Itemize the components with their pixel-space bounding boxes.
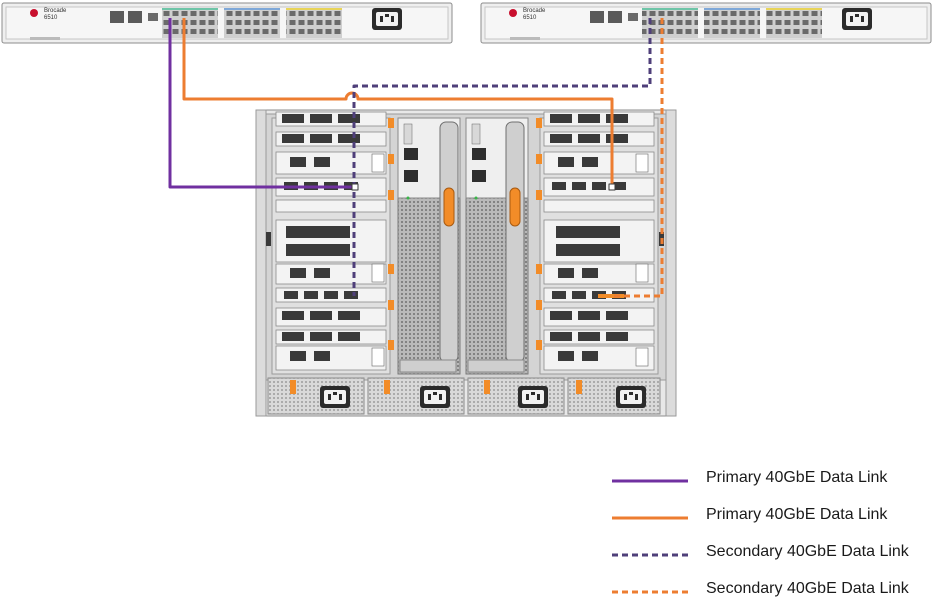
legend-swatch-solid-orange [612, 516, 688, 520]
switch-left-model: 6510 [44, 15, 58, 21]
cable-primary-purple [168, 18, 356, 189]
cabling [168, 18, 664, 298]
legend-swatch-dashed-purple [612, 553, 688, 557]
legend-swatch-dashed-orange [612, 590, 688, 594]
legend-label: Secondary 40GbE Data Link [706, 580, 909, 597]
left-io-slots [271, 111, 394, 375]
cable-secondary-purple [352, 18, 652, 296]
switch-right-brand: Brocade [523, 8, 546, 14]
controller-b [465, 117, 529, 375]
controller-a [397, 117, 461, 375]
brocade-logo-icon [509, 9, 517, 17]
legend-label: Secondary 40GbE Data Link [706, 543, 909, 560]
switch-left-power-socket [372, 8, 402, 30]
switch-left-brand: Brocade [44, 8, 67, 14]
legend-item-secondary-orange: Secondary 40GbE Data Link [612, 577, 937, 614]
switch-right: Brocade 6510 [480, 2, 932, 44]
legend: Primary 40GbE Data Link Primary 40GbE Da… [612, 466, 937, 614]
storage-chassis [255, 109, 677, 417]
brocade-logo-icon [30, 9, 38, 17]
switch-right-model: 6510 [523, 15, 537, 21]
right-io-slots [536, 111, 659, 375]
cable-primary-orange [182, 18, 614, 187]
switch-left: Brocade 6510 [1, 2, 453, 44]
power-supplies [267, 377, 661, 415]
legend-label: Primary 40GbE Data Link [706, 506, 888, 523]
cable-secondary-orange [612, 18, 664, 298]
legend-item-primary-orange: Primary 40GbE Data Link [612, 503, 937, 540]
legend-swatch-solid-purple [612, 479, 688, 483]
legend-label: Primary 40GbE Data Link [706, 469, 888, 486]
legend-item-secondary-purple: Secondary 40GbE Data Link [612, 540, 937, 577]
legend-item-primary-purple: Primary 40GbE Data Link [612, 466, 937, 503]
switch-right-power-socket [842, 8, 872, 30]
